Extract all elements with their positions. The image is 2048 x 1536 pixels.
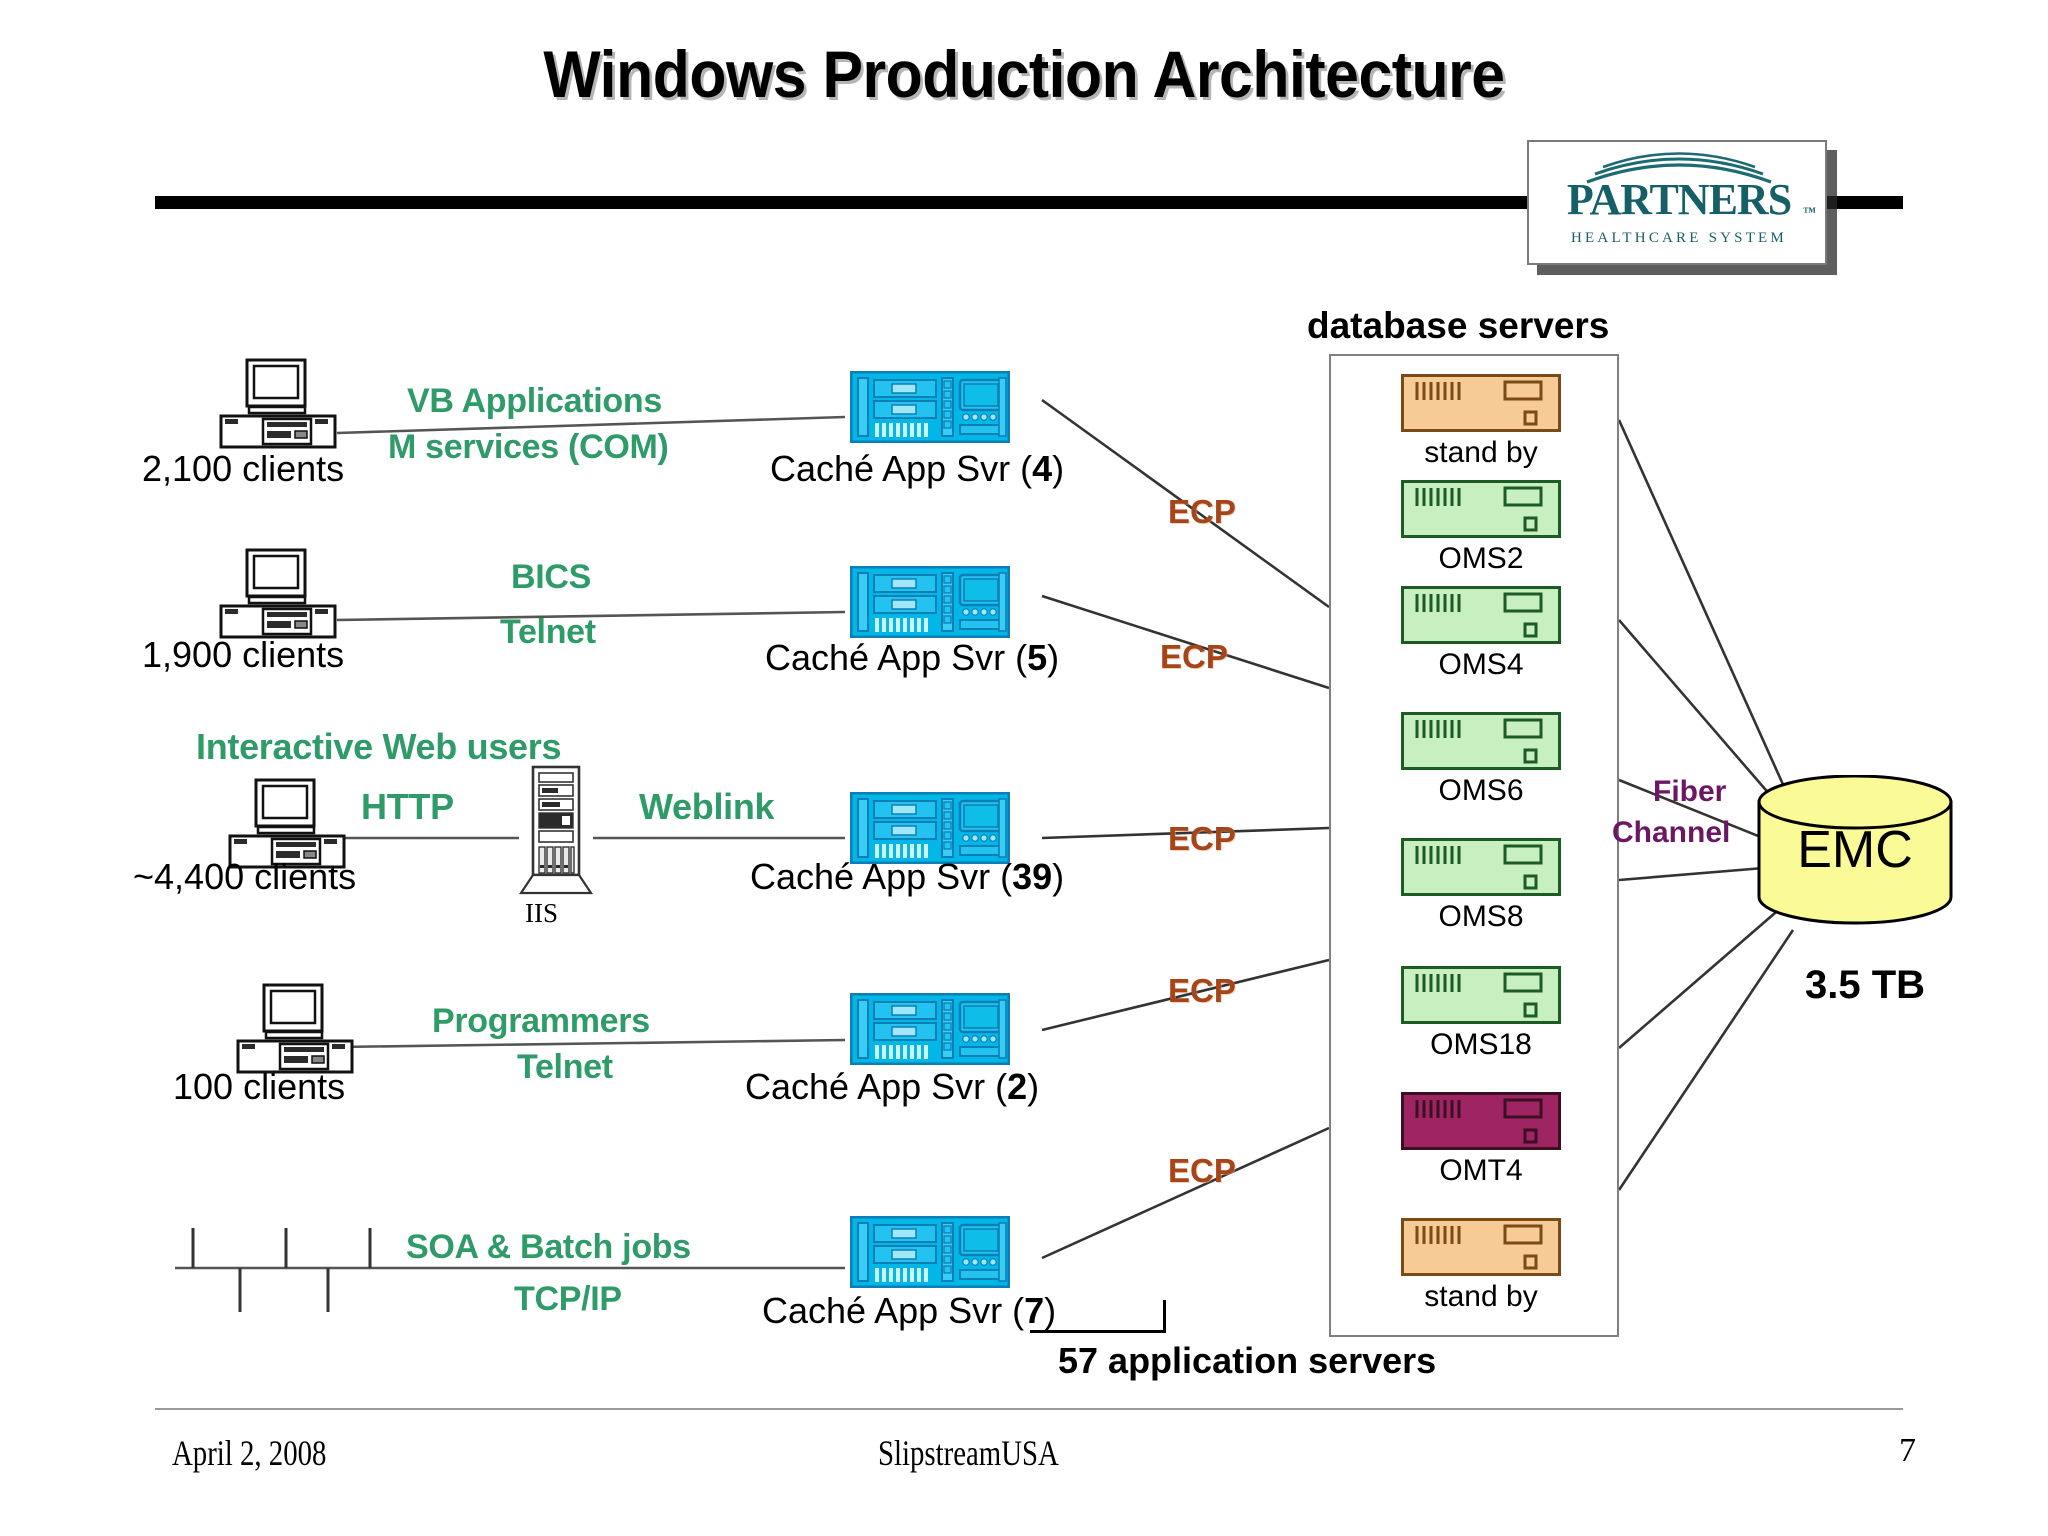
db-server-label: stand by — [1424, 1280, 1538, 1313]
tier-1-ecp-label: ECP — [1168, 493, 1236, 530]
tier-3-server-label: Caché App Svr (39) — [750, 856, 1065, 897]
tier-3-middleware-label: IIS — [525, 898, 558, 928]
database-servers-heading: database servers — [1307, 305, 1610, 346]
partners-healthcare-logo: PARTNERS ™ HEALTHCARE SYSTEM — [1527, 140, 1827, 265]
tier-2-client-count: 1,900 clients — [142, 634, 345, 675]
fiber-channel-label-line-2: Channel — [1612, 816, 1731, 849]
db-server-label: OMT4 — [1439, 1154, 1523, 1187]
iis-server-tower-icon — [519, 765, 593, 895]
tier-1-server-label: Caché App Svr (4) — [770, 448, 1065, 489]
client-pc-icon — [228, 778, 346, 869]
tier-4-client-count: 100 clients — [173, 1066, 346, 1107]
db-server-icon-omt4 — [1401, 1092, 1561, 1150]
tier-1-client-count: 2,100 clients — [142, 448, 345, 489]
app-server-bracket — [1030, 1330, 1165, 1333]
tier-4-protocol-line-2: Telnet — [517, 1048, 613, 1086]
tier-4-protocol-line-1: Programmers — [432, 1002, 650, 1040]
emc-capacity-label: 3.5 TB — [1805, 963, 1926, 1007]
footer-date: April 2, 2008 — [172, 1433, 327, 1473]
app-server-total-label: 57 application servers — [1058, 1340, 1437, 1381]
logo-arc-icon — [1586, 152, 1772, 184]
tier-5-protocol-line-1: SOA & Batch jobs — [406, 1228, 691, 1266]
app-server-bracket-tick — [1163, 1300, 1166, 1333]
tier-3-protocol-line-2: Weblink — [639, 786, 775, 827]
tier-5-server-label: Caché App Svr (7) — [762, 1290, 1057, 1331]
db-server-label: OMS6 — [1438, 774, 1524, 807]
cache-app-server-icon — [850, 566, 1010, 638]
db-server-label: OMS18 — [1430, 1028, 1532, 1061]
footer-divider — [155, 1408, 1903, 1410]
client-pc-icon — [219, 358, 337, 449]
db-server-icon-oms4 — [1401, 586, 1561, 644]
db-server-icon-oms8 — [1401, 838, 1561, 896]
tier-4-server-label: Caché App Svr (2) — [745, 1066, 1040, 1107]
tier-5-ecp-label: ECP — [1168, 1152, 1236, 1189]
emc-storage-label: EMC — [1797, 821, 1913, 879]
emc-storage-cylinder-icon — [1757, 775, 1953, 925]
page-title: Windows Production Architecture — [543, 37, 1505, 111]
fiber-channel-label-line-1: Fiber — [1653, 775, 1727, 808]
tier-2-server-label: Caché App Svr (5) — [765, 637, 1060, 678]
title-divider — [155, 196, 1903, 209]
cache-app-server-icon — [850, 1216, 1010, 1288]
tier-3-protocol-line-1: HTTP — [361, 786, 454, 827]
db-server-label: stand by — [1424, 436, 1538, 469]
tier-2-ecp-label: ECP — [1160, 638, 1228, 675]
db-server-label: OMS8 — [1438, 900, 1524, 933]
logo-subtitle: HEALTHCARE SYSTEM — [1571, 230, 1787, 246]
cache-app-server-icon — [850, 792, 1010, 864]
db-server-icon-oms6 — [1401, 712, 1561, 770]
tier-1-protocol-line-2: M services (COM) — [388, 428, 669, 466]
logo-wordmark: PARTNERS — [1566, 175, 1792, 224]
tier-4-ecp-label: ECP — [1168, 972, 1236, 1009]
db-server-label: OMS2 — [1438, 542, 1524, 575]
db-server-icon-oms18 — [1401, 966, 1561, 1024]
tier-5-protocol-line-2: TCP/IP — [514, 1280, 622, 1318]
tier-3-heading: Interactive Web users — [196, 726, 562, 767]
cache-app-server-icon — [850, 993, 1010, 1065]
database-rack-container: stand by OMS2 OMS4 — [1329, 354, 1619, 1337]
db-server-icon-oms2 — [1401, 480, 1561, 538]
client-pc-icon — [236, 983, 354, 1074]
db-server-icon-standby — [1401, 374, 1561, 432]
footer-page-number: 7 — [1899, 1432, 1916, 1469]
tier-3-ecp-label: ECP — [1168, 820, 1236, 857]
cache-app-server-icon — [850, 371, 1010, 443]
db-server-icon-standby — [1401, 1218, 1561, 1276]
client-pc-icon — [219, 548, 337, 639]
footer-center-text: SlipstreamUSA — [878, 1433, 1059, 1473]
tier-1-protocol-line-1: VB Applications — [407, 382, 662, 420]
tier-2-protocol-line-1: BICS — [511, 558, 592, 596]
db-server-label: OMS4 — [1438, 648, 1524, 681]
logo-trademark: ™ — [1803, 204, 1816, 219]
tier-2-protocol-line-2: Telnet — [500, 613, 596, 651]
tier-3-client-count: ~4,400 clients — [133, 856, 357, 897]
